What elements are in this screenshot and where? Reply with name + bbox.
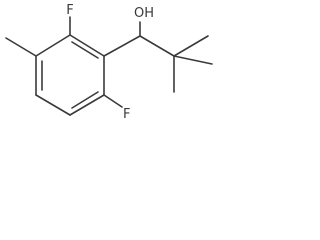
ring-bond-1 <box>69 34 105 57</box>
ring-bond-6 <box>35 34 71 57</box>
chemical-structure: OH F F <box>5 3 213 122</box>
methyl-branch-right <box>173 55 213 65</box>
ring-double-bond-1 <box>71 41 99 59</box>
hydroxyl-label: OH <box>134 6 154 21</box>
fluorine-label-top: F <box>66 3 73 18</box>
tert-butyl-bond <box>139 35 175 57</box>
methyl-branch-up <box>173 35 209 57</box>
ring-bond-3 <box>69 94 105 116</box>
methyl-bond <box>5 37 37 57</box>
carbinol-bond <box>103 35 141 57</box>
fluorine-label-bottom: F <box>123 107 130 122</box>
ring-double-bond-2 <box>71 91 99 109</box>
ring-bond-4 <box>35 94 71 116</box>
fluorine-bond-bottom <box>103 94 123 108</box>
